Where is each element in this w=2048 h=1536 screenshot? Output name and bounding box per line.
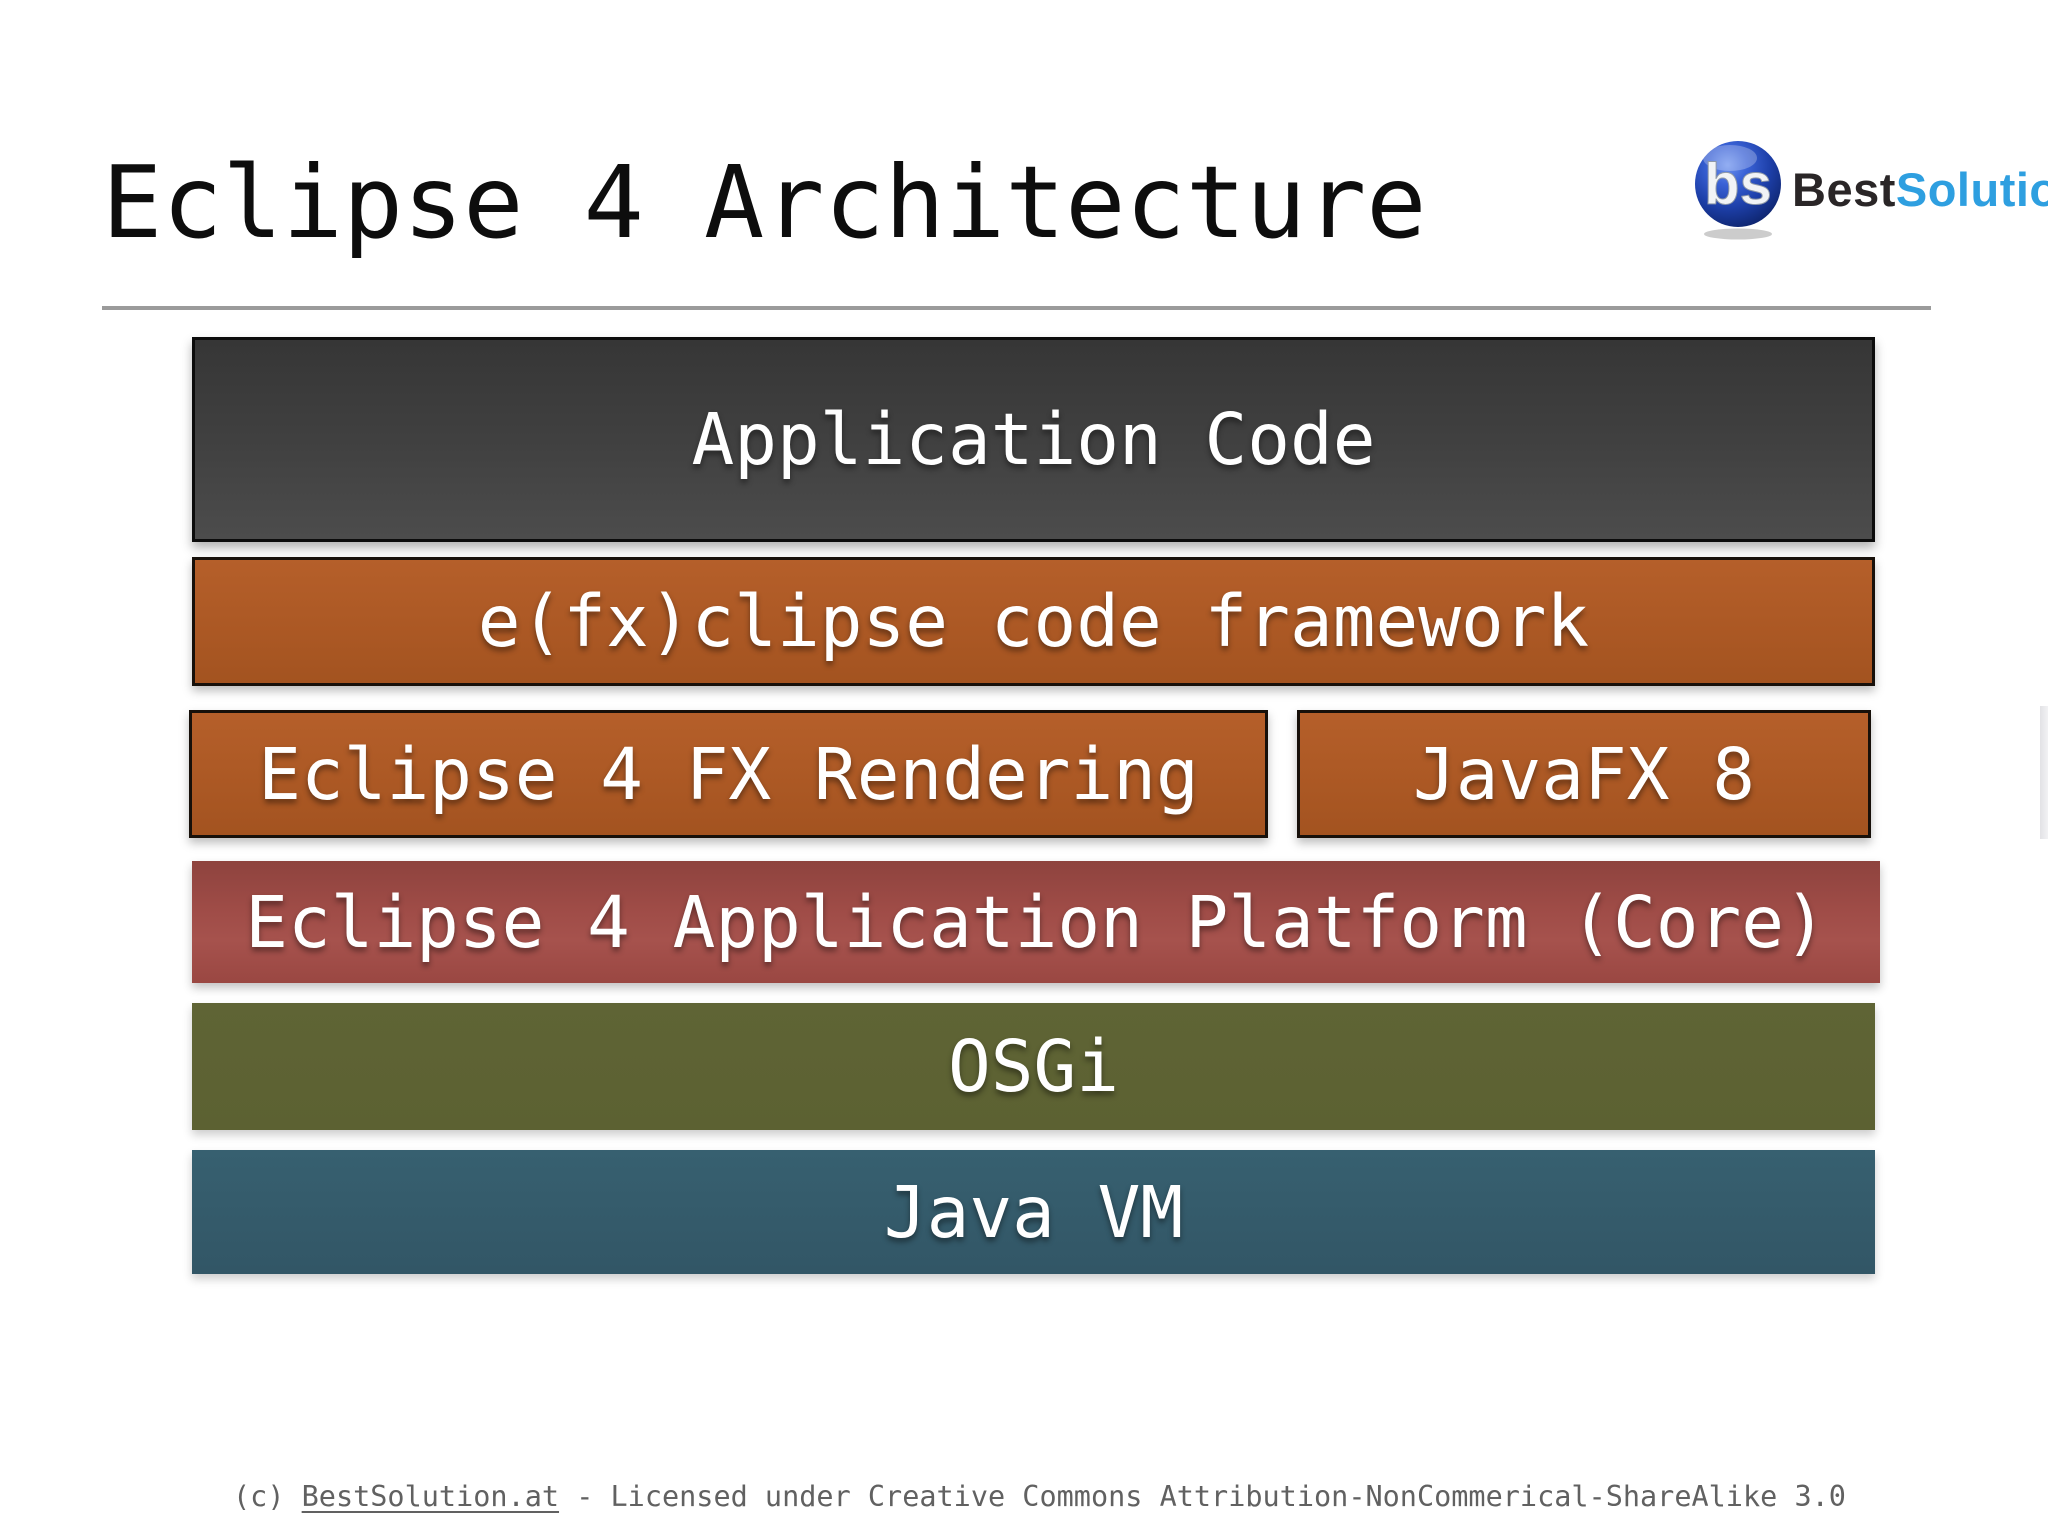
layer-java-vm-label: Java VM <box>883 1170 1184 1254</box>
layer-javafx-8: JavaFX 8 <box>1297 710 1871 838</box>
license-footer: (c) BestSolution.at - Licensed under Cre… <box>233 1480 1846 1513</box>
layer-eclipse4-platform-core: Eclipse 4 Application Platform (Core) <box>192 861 1880 983</box>
footer-bestsolution-link[interactable]: BestSolution.at <box>301 1480 560 1513</box>
layer-javafx-8-label: JavaFX 8 <box>1413 732 1755 816</box>
footer-copyright: (c) <box>233 1480 302 1513</box>
footer-license-text: - Licensed under Creative Commons Attrib… <box>559 1480 1846 1513</box>
layer-osgi: OSGi <box>192 1003 1875 1130</box>
bestsolution-monogram: bs <box>1704 152 1772 217</box>
page-title: Eclipse 4 Architecture <box>102 144 1427 261</box>
layer-eclipse4-fx-rendering-label: Eclipse 4 FX Rendering <box>258 732 1199 816</box>
layer-efxclipse-framework-label: e(fx)clipse code framework <box>477 580 1590 663</box>
layer-java-vm: Java VM <box>192 1150 1875 1274</box>
bestsolution-logo: bs BestSolution <box>1694 138 2048 248</box>
layer-application-code-label: Application Code <box>691 398 1376 481</box>
clipped-box-edge <box>2040 706 2048 839</box>
layer-efxclipse-framework: e(fx)clipse code framework <box>192 557 1875 686</box>
layer-eclipse4-platform-core-label: Eclipse 4 Application Platform (Core) <box>245 880 1827 964</box>
layer-application-code: Application Code <box>192 337 1875 542</box>
logo-text-solution: Solution <box>1895 163 2048 216</box>
layer-osgi-label: OSGi <box>948 1025 1119 1108</box>
title-divider <box>102 306 1931 310</box>
bestsolution-sphere-icon: bs <box>1695 141 1781 240</box>
bestsolution-wordmark: BestSolution <box>1792 164 2048 216</box>
logo-text-best: Best <box>1792 163 1896 216</box>
layer-eclipse4-fx-rendering: Eclipse 4 FX Rendering <box>189 710 1268 838</box>
